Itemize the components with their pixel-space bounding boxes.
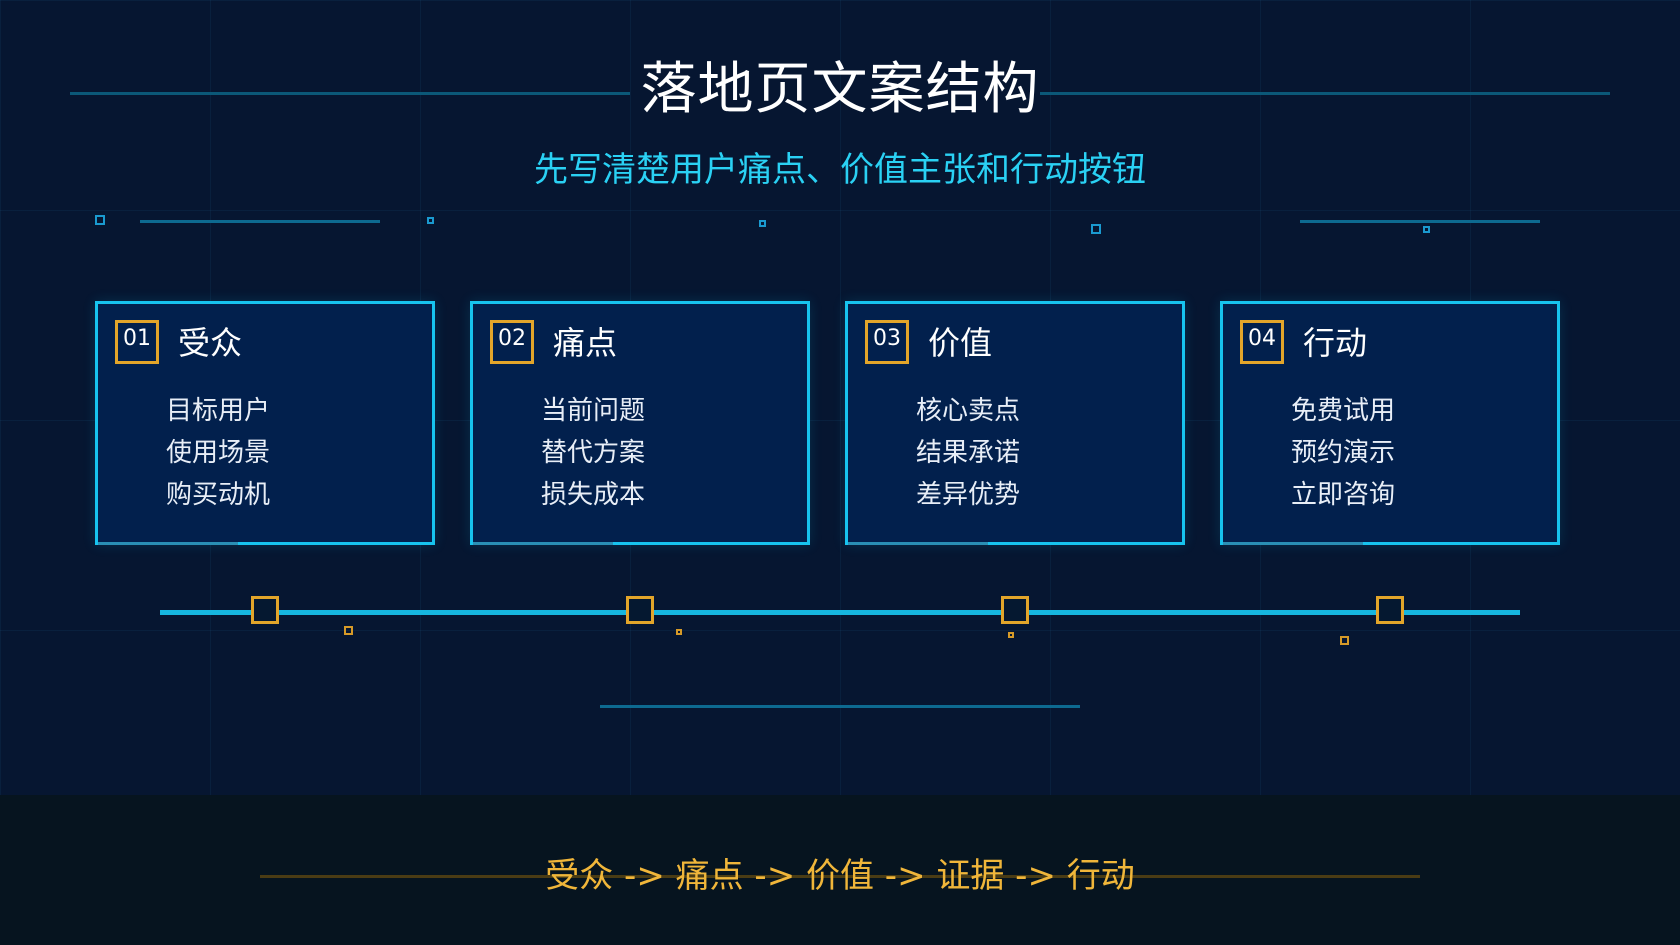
decor-square xyxy=(95,215,105,225)
decor-square xyxy=(1340,636,1349,645)
card-action: 04 行动 免费试用 预约演示 立即咨询 xyxy=(1220,301,1560,545)
card-underline xyxy=(848,542,988,545)
card-item-list: 目标用户 使用场景 购买动机 xyxy=(166,390,270,516)
page-subtitle: 先写清楚用户痛点、价值主张和行动按钮 xyxy=(534,150,1146,190)
decor-square xyxy=(1008,632,1014,638)
title-line-left xyxy=(70,92,630,95)
card-heading: 受众 xyxy=(178,324,243,362)
timeline-line xyxy=(160,610,1520,615)
list-item: 当前问题 xyxy=(541,396,646,426)
decor-square xyxy=(759,220,766,227)
card-number-badge: 02 xyxy=(490,320,534,364)
card-underline xyxy=(1223,542,1363,545)
card-heading: 痛点 xyxy=(553,324,618,362)
card-pain-point: 02 痛点 当前问题 替代方案 损失成本 xyxy=(470,301,810,545)
card-number-badge: 03 xyxy=(865,320,909,364)
list-item: 差异优势 xyxy=(916,480,1021,510)
timeline-node xyxy=(1376,596,1404,624)
flow-underline xyxy=(260,875,1420,878)
list-item: 免费试用 xyxy=(1291,396,1396,426)
list-item: 购买动机 xyxy=(166,480,271,510)
flow-label: 受众 -> 痛点 -> 价值 -> 证据 -> 行动 xyxy=(545,856,1135,896)
list-item: 替代方案 xyxy=(541,438,646,468)
list-item: 核心卖点 xyxy=(916,396,1021,426)
list-item: 立即咨询 xyxy=(1291,480,1396,510)
list-item: 目标用户 xyxy=(166,396,271,426)
flow-text: 受众 -> 痛点 -> 价值 -> 证据 -> 行动 xyxy=(0,848,1680,897)
decor-square xyxy=(1091,224,1101,234)
timeline-node xyxy=(626,596,654,624)
decor-line-center xyxy=(600,705,1080,708)
card-heading: 行动 xyxy=(1303,324,1368,362)
timeline-node xyxy=(1001,596,1029,624)
page-title: 落地页文案结构 xyxy=(640,57,1040,122)
card-number-badge: 01 xyxy=(115,320,159,364)
card-number-badge: 04 xyxy=(1240,320,1284,364)
decor-square xyxy=(676,629,682,635)
card-underline xyxy=(473,542,613,545)
list-item: 使用场景 xyxy=(166,438,271,468)
title-line-right xyxy=(1040,92,1610,95)
footer-band xyxy=(0,795,1680,945)
decor-line-right xyxy=(1300,220,1540,223)
decor-square xyxy=(427,217,434,224)
decor-line-left xyxy=(140,220,380,223)
timeline-node xyxy=(251,596,279,624)
card-audience: 01 受众 目标用户 使用场景 购买动机 xyxy=(95,301,435,545)
decor-square xyxy=(1423,226,1430,233)
card-underline xyxy=(98,542,238,545)
list-item: 预约演示 xyxy=(1291,438,1396,468)
card-item-list: 核心卖点 结果承诺 差异优势 xyxy=(916,390,1020,516)
list-item: 损失成本 xyxy=(541,480,646,510)
card-heading: 价值 xyxy=(928,324,993,362)
list-item: 结果承诺 xyxy=(916,438,1021,468)
card-value: 03 价值 核心卖点 结果承诺 差异优势 xyxy=(845,301,1185,545)
decor-square xyxy=(344,626,353,635)
card-item-list: 免费试用 预约演示 立即咨询 xyxy=(1291,390,1395,516)
card-item-list: 当前问题 替代方案 损失成本 xyxy=(541,390,645,516)
